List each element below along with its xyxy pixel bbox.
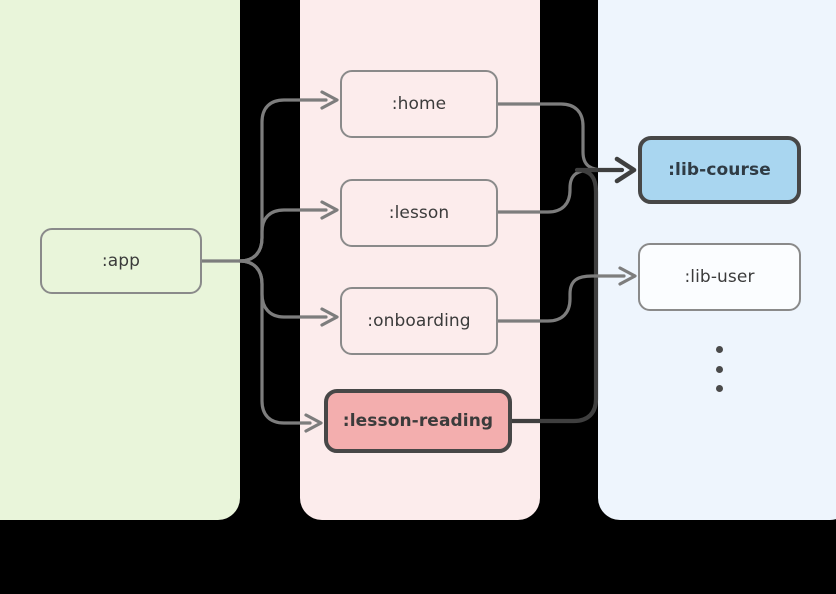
node-app[interactable]: :app (40, 228, 202, 294)
node-onboarding[interactable]: :onboarding (340, 287, 498, 355)
node-lib-course[interactable]: :lib-course (638, 136, 801, 204)
node-lib-user[interactable]: :lib-user (638, 243, 801, 311)
ellipsis-dot (715, 365, 723, 373)
node-home[interactable]: :home (340, 70, 498, 138)
node-lesson-label: :lesson (388, 203, 450, 223)
ellipsis-dot (715, 385, 723, 392)
node-lesson-reading-label: :lesson-reading (342, 411, 494, 431)
node-lesson[interactable]: :lesson (340, 179, 498, 247)
node-home-label: :home (391, 94, 447, 114)
node-lesson-reading[interactable]: :lesson-reading (324, 389, 512, 453)
vertical-ellipsis-icon (705, 346, 733, 392)
node-lib-course-label: :lib-course (668, 160, 771, 180)
node-lib-user-label: :lib-user (684, 267, 755, 287)
node-app-label: :app (101, 251, 141, 271)
node-onboarding-label: :onboarding (367, 311, 471, 331)
ellipsis-dot (715, 346, 723, 353)
